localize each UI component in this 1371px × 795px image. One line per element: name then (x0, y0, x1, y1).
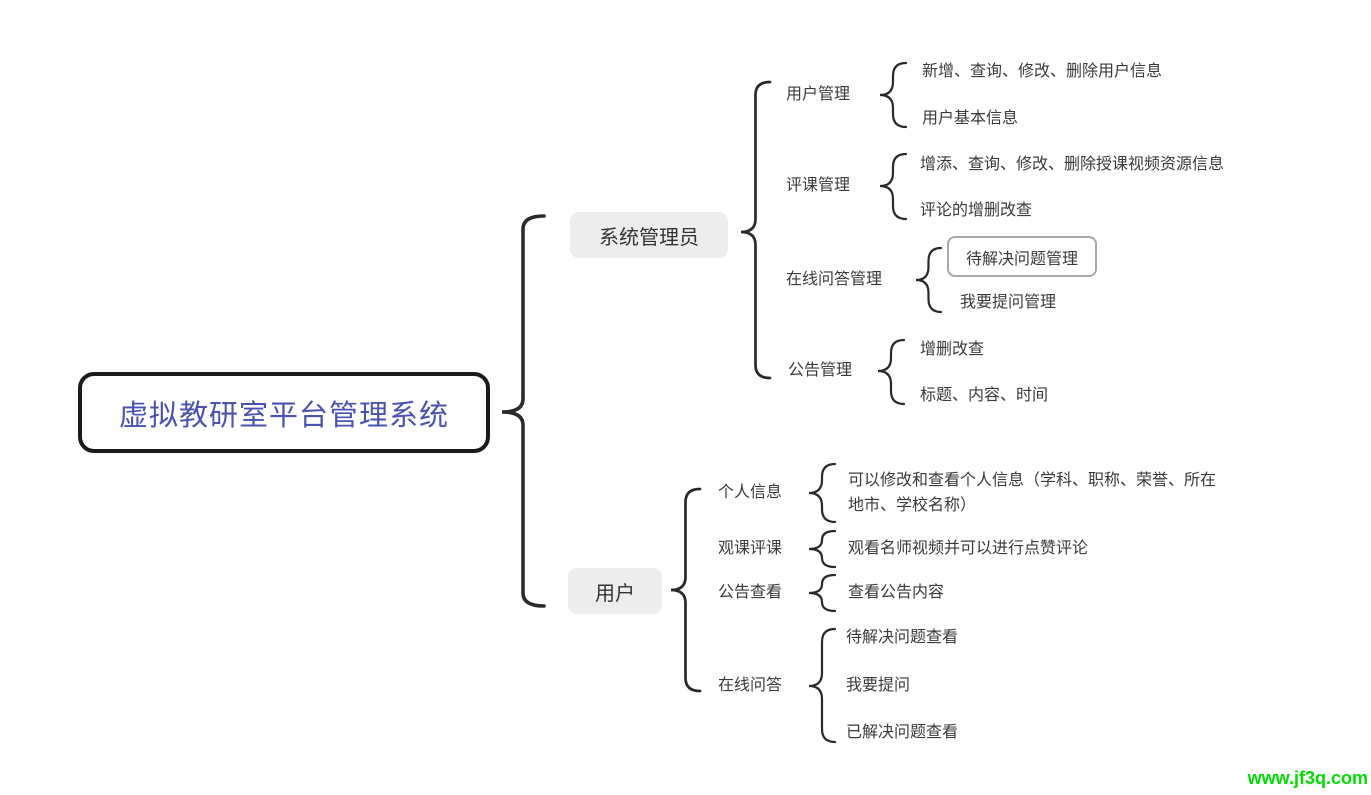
leaf-view-announcement: 查看公告内容 (848, 584, 945, 601)
boxed-leaf-label: 待解决问题管理 (965, 250, 1078, 268)
topic-online-qa: 在线问答 (718, 677, 783, 694)
leaf-my-question-management: 我要提问管理 (960, 294, 1057, 311)
branch-user-label: 用户 (595, 582, 635, 605)
topic-watch-review: 观课评课 (718, 540, 783, 557)
leaf-comment-crud: 评论的增删改查 (920, 202, 1033, 219)
root-label: 虚拟教研室平台管理系统 (118, 399, 449, 432)
leaf-watch-like-comment: 观看名师视频并可以进行点赞评论 (848, 540, 1089, 557)
leaf-announcement-fields: 标题、内容、时间 (920, 387, 1049, 404)
leaf-solved-question-view: 已解决问题查看 (846, 724, 959, 741)
topic-lesson-review-management: 评课管理 (786, 177, 851, 194)
leaf-user-basic-info: 用户基本信息 (922, 110, 1019, 127)
leaf-edit-view-personal-info: 可以修改和查看个人信息（学科、职称、荣誉、所在地市、学校名称） (848, 472, 1217, 514)
topic-personal-info: 个人信息 (718, 484, 783, 501)
topic-announcement-management: 公告管理 (788, 362, 853, 379)
topic-online-qa-management: 在线问答管理 (786, 271, 883, 288)
topic-user-management: 用户管理 (786, 86, 851, 103)
leaf-video-crud: 增添、查询、修改、删除授课视频资源信息 (920, 156, 1225, 173)
leaf-ask-question: 我要提问 (846, 677, 911, 694)
branch-node-user: 用户 (568, 568, 662, 614)
branch-admin-label: 系统管理员 (599, 226, 699, 249)
root-node: 虚拟教研室平台管理系统 (78, 372, 490, 453)
watermark-url: www.jf3q.com (1247, 768, 1368, 788)
leaf-pending-question-view: 待解决问题查看 (846, 629, 959, 646)
leaf-announcement-crud: 增删改查 (920, 341, 985, 358)
branch-node-admin: 系统管理员 (570, 212, 728, 258)
leaf-user-crud: 新增、查询、修改、删除用户信息 (922, 63, 1163, 80)
boxed-leaf-pending-question-management: 待解决问题管理 (947, 236, 1097, 277)
topic-announcement-view: 公告查看 (718, 584, 783, 601)
